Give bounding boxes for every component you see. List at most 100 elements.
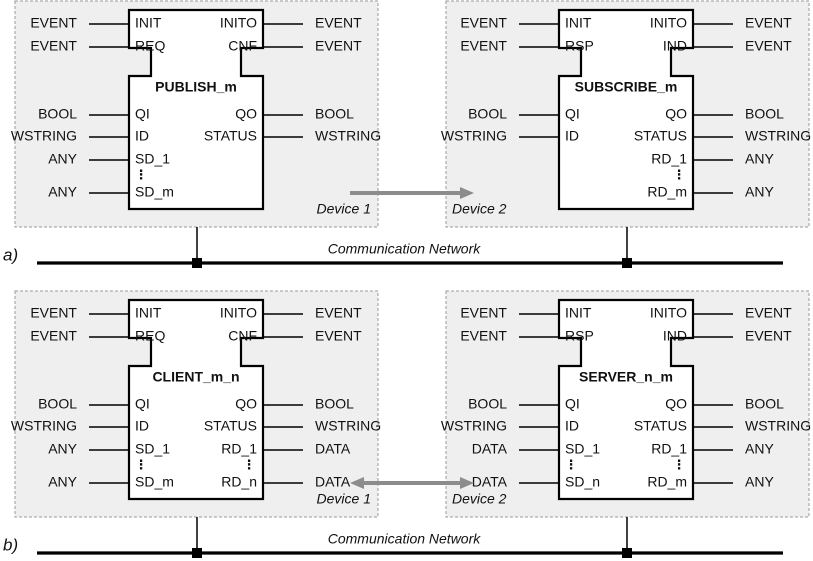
ellipsis-icon: ⋮ xyxy=(243,458,256,473)
data-output-type: WSTRING xyxy=(315,128,381,144)
data-output-pin: RD_m xyxy=(647,184,687,200)
event-input-type: EVENT xyxy=(460,305,507,321)
event-output-pin: INITO xyxy=(220,305,257,321)
event-output-pin: IND xyxy=(663,38,687,54)
event-input-type: EVENT xyxy=(30,328,77,344)
function-block-outline xyxy=(557,8,695,211)
data-output-type: DATA xyxy=(315,474,351,490)
data-output-type: WSTRING xyxy=(745,418,811,434)
data-output-pin: STATUS xyxy=(634,128,687,144)
data-input-pin: QI xyxy=(565,396,580,412)
data-output-pin: STATUS xyxy=(204,128,257,144)
data-output-pin: QO xyxy=(235,396,257,412)
event-output-pin: INITO xyxy=(650,15,687,31)
data-input-pin: SD_m xyxy=(135,184,174,200)
event-output-type: EVENT xyxy=(745,15,792,31)
data-input-type: ANY xyxy=(48,441,77,457)
data-input-type: BOOL xyxy=(38,106,77,122)
event-output-type: EVENT xyxy=(745,305,792,321)
event-input-type: EVENT xyxy=(30,38,77,54)
data-input-type: ANY xyxy=(48,184,77,200)
network-label: Communication Network xyxy=(328,241,481,257)
device-label: Device 1 xyxy=(317,491,371,507)
event-input-pin: INIT xyxy=(565,15,592,31)
data-output-pin: RD_1 xyxy=(221,441,257,457)
event-input-pin: REQ xyxy=(135,328,165,344)
data-input-type: DATA xyxy=(472,474,508,490)
data-output-pin: QO xyxy=(665,106,687,122)
ellipsis-icon: ⋮ xyxy=(673,458,686,473)
event-input-type: EVENT xyxy=(30,305,77,321)
event-output-pin: INITO xyxy=(650,305,687,321)
data-output-type: ANY xyxy=(745,151,774,167)
event-output-pin: INITO xyxy=(220,15,257,31)
data-output-type: ANY xyxy=(745,184,774,200)
data-input-pin: QI xyxy=(135,396,150,412)
data-output-pin: RD_1 xyxy=(651,441,687,457)
data-input-pin: ID xyxy=(565,418,579,434)
data-output-pin: RD_m xyxy=(647,474,687,490)
data-input-pin: SD_m xyxy=(135,474,174,490)
data-output-pin: STATUS xyxy=(634,418,687,434)
data-output-type: ANY xyxy=(745,474,774,490)
data-output-pin: QO xyxy=(665,396,687,412)
data-output-pin: RD_1 xyxy=(651,151,687,167)
ellipsis-icon: ⋮ xyxy=(565,458,578,473)
ellipsis-icon: ⋮ xyxy=(673,168,686,183)
data-input-pin: SD_1 xyxy=(135,151,170,167)
data-input-type: BOOL xyxy=(38,396,77,412)
event-input-pin: RSP xyxy=(565,38,594,54)
data-input-type: ANY xyxy=(48,151,77,167)
data-input-type: WSTRING xyxy=(11,128,77,144)
data-input-type: ANY xyxy=(48,474,77,490)
event-output-type: EVENT xyxy=(315,305,362,321)
bidirectional-arrow-icon xyxy=(350,477,474,489)
data-output-pin: STATUS xyxy=(204,418,257,434)
function-block-title: PUBLISH_m xyxy=(155,79,237,95)
event-output-type: EVENT xyxy=(315,15,362,31)
section-label: b) xyxy=(3,535,18,554)
event-input-pin: INIT xyxy=(565,305,592,321)
data-input-pin: ID xyxy=(565,128,579,144)
event-output-type: EVENT xyxy=(745,38,792,54)
device-label: Device 1 xyxy=(317,201,371,217)
event-input-type: EVENT xyxy=(460,15,507,31)
event-output-type: EVENT xyxy=(315,328,362,344)
data-output-pin: QO xyxy=(235,106,257,122)
event-output-pin: CNF xyxy=(228,38,257,54)
event-input-pin: INIT xyxy=(135,15,162,31)
function-block-outline xyxy=(127,298,265,501)
data-output-type: BOOL xyxy=(315,106,354,122)
data-input-type: WSTRING xyxy=(441,418,507,434)
data-output-type: WSTRING xyxy=(315,418,381,434)
device-left-box: Device 1 PUBLISH_m EVENT INIT EVENT REQ EVENT I… xyxy=(11,0,381,228)
device-label: Device 2 xyxy=(452,491,507,507)
device-label: Device 2 xyxy=(452,201,507,217)
data-input-type: WSTRING xyxy=(441,128,507,144)
data-input-pin: ID xyxy=(135,128,149,144)
arrow-right-icon xyxy=(350,187,474,199)
event-input-pin: REQ xyxy=(135,38,165,54)
event-output-pin: IND xyxy=(663,328,687,344)
data-input-type: DATA xyxy=(472,441,508,457)
data-input-pin: SD_1 xyxy=(135,441,170,457)
function-block-outline xyxy=(557,298,695,501)
data-input-pin: QI xyxy=(135,106,150,122)
event-input-type: EVENT xyxy=(460,328,507,344)
event-output-type: EVENT xyxy=(315,38,362,54)
data-input-pin: SD_n xyxy=(565,474,600,490)
ellipsis-icon: ⋮ xyxy=(135,168,148,183)
function-block-title: SUBSCRIBE_m xyxy=(575,79,678,95)
section-a: Device 1 PUBLISH_m EVENT INIT EVENT REQ EVENT I… xyxy=(3,0,811,268)
section-label: a) xyxy=(3,245,18,264)
event-output-pin: CNF xyxy=(228,328,257,344)
event-input-pin: INIT xyxy=(135,305,162,321)
data-input-pin: SD_1 xyxy=(565,441,600,457)
event-input-pin: RSP xyxy=(565,328,594,344)
data-input-type: BOOL xyxy=(468,396,507,412)
